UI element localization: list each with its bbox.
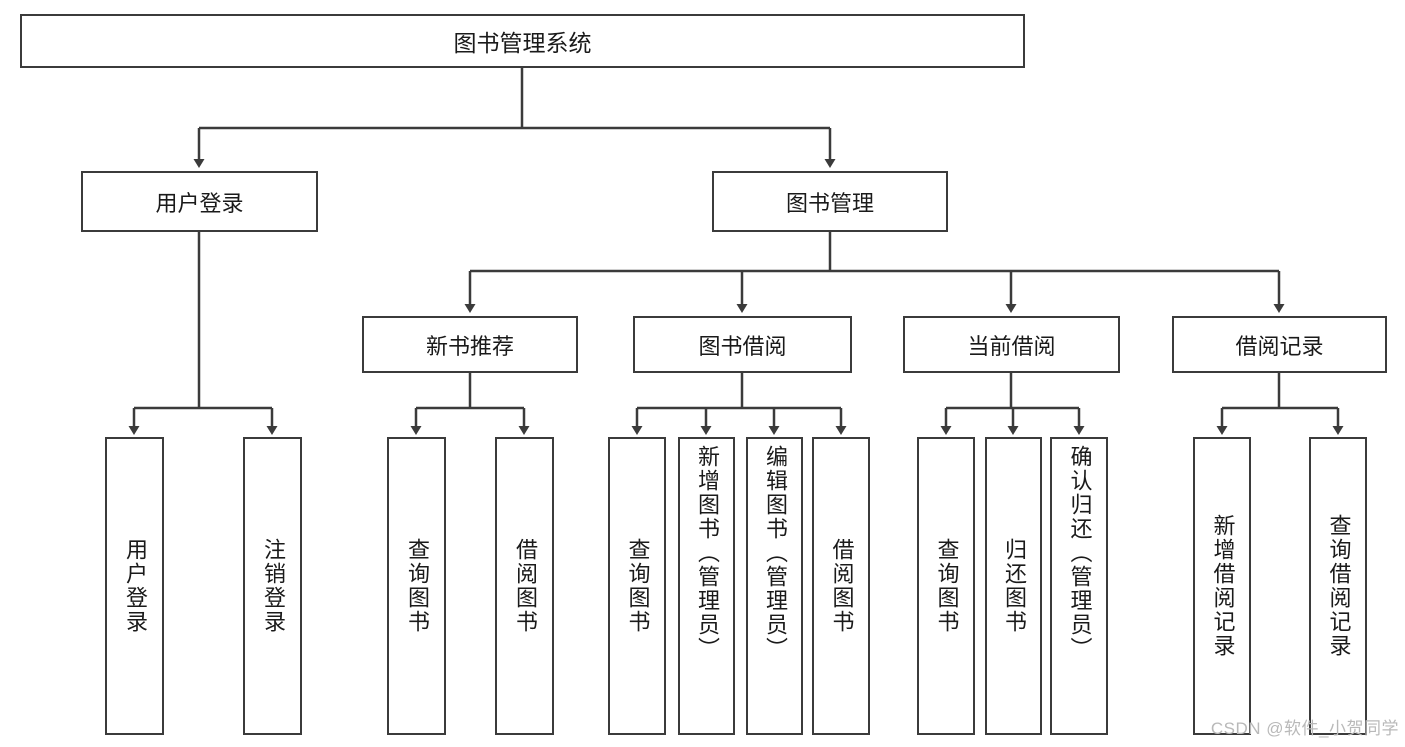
leaf-record-query-record-label: 查询借阅记录 bbox=[1326, 514, 1352, 658]
node-book-management[interactable]: 图书管理 bbox=[712, 171, 948, 232]
node-borrow-record-label: 借阅记录 bbox=[1235, 333, 1324, 359]
leaf-borrow-edit-book-admin-label: 编辑图书（管理员） bbox=[762, 445, 788, 661]
leaf-record-add-record-label: 新增借阅记录 bbox=[1210, 514, 1236, 658]
node-root-label: 图书管理系统 bbox=[453, 30, 592, 56]
leaf-record-add-record[interactable]: 新增借阅记录 bbox=[1193, 437, 1251, 735]
node-book-borrow-label: 图书借阅 bbox=[698, 333, 787, 359]
node-book-borrow[interactable]: 图书借阅 bbox=[633, 316, 852, 373]
leaf-borrow-borrow-book[interactable]: 借阅图书 bbox=[812, 437, 870, 735]
leaf-recommend-borrow-book[interactable]: 借阅图书 bbox=[495, 437, 554, 735]
leaf-user-logout[interactable]: 注销登录 bbox=[243, 437, 302, 735]
leaf-borrow-add-book-admin-label: 新增图书（管理员） bbox=[694, 445, 720, 661]
leaf-current-return-book[interactable]: 归还图书 bbox=[985, 437, 1042, 735]
node-new-book-recommend[interactable]: 新书推荐 bbox=[362, 316, 578, 373]
leaf-recommend-query-book[interactable]: 查询图书 bbox=[387, 437, 446, 735]
leaf-current-confirm-return-admin-label: 确认归还（管理员） bbox=[1067, 445, 1093, 661]
leaf-user-login-label: 用户登录 bbox=[122, 538, 148, 634]
leaf-borrow-query-book[interactable]: 查询图书 bbox=[608, 437, 666, 735]
leaf-user-logout-label: 注销登录 bbox=[260, 538, 286, 634]
leaf-current-query-book[interactable]: 查询图书 bbox=[917, 437, 975, 735]
leaf-recommend-borrow-book-label: 借阅图书 bbox=[512, 538, 538, 634]
node-user-login[interactable]: 用户登录 bbox=[81, 171, 318, 232]
leaf-current-confirm-return-admin[interactable]: 确认归还（管理员） bbox=[1050, 437, 1108, 735]
leaf-borrow-add-book-admin[interactable]: 新增图书（管理员） bbox=[678, 437, 735, 735]
leaf-current-query-book-label: 查询图书 bbox=[934, 538, 960, 634]
leaf-record-query-record[interactable]: 查询借阅记录 bbox=[1309, 437, 1367, 735]
node-current-borrow[interactable]: 当前借阅 bbox=[903, 316, 1120, 373]
leaf-borrow-borrow-book-label: 借阅图书 bbox=[829, 538, 855, 634]
node-borrow-record[interactable]: 借阅记录 bbox=[1172, 316, 1387, 373]
leaf-recommend-query-book-label: 查询图书 bbox=[404, 538, 430, 634]
node-user-login-label: 用户登录 bbox=[155, 190, 244, 216]
leaf-current-return-book-label: 归还图书 bbox=[1001, 538, 1027, 634]
leaf-user-login[interactable]: 用户登录 bbox=[105, 437, 164, 735]
leaf-borrow-edit-book-admin[interactable]: 编辑图书（管理员） bbox=[746, 437, 803, 735]
node-root[interactable]: 图书管理系统 bbox=[20, 14, 1025, 68]
node-book-management-label: 图书管理 bbox=[785, 190, 874, 216]
node-current-borrow-label: 当前借阅 bbox=[967, 333, 1056, 359]
leaf-borrow-query-book-label: 查询图书 bbox=[625, 538, 651, 634]
node-new-book-recommend-label: 新书推荐 bbox=[425, 333, 514, 359]
